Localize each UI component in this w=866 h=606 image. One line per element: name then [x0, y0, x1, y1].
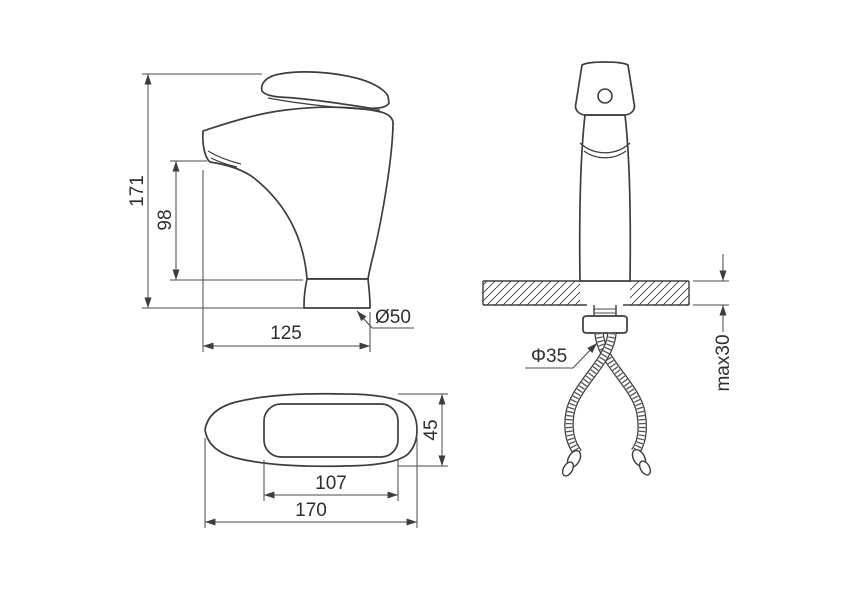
- dim-body-width: 45: [421, 419, 442, 440]
- hose-fitting-nut: [638, 460, 652, 476]
- faucet-lever-side: [260, 71, 390, 110]
- dim-max-thickness: max30: [713, 334, 734, 391]
- aerator-line-1: [207, 150, 242, 165]
- faucet-body-front: [578, 114, 632, 282]
- front-view-dimensions: Φ35 max30: [525, 254, 734, 392]
- flex-hoses: [561, 332, 652, 477]
- countertop-hatch-left: [483, 281, 580, 305]
- spout-front-curve-2: [583, 150, 627, 159]
- lever-outline-top: [263, 403, 399, 458]
- aerator-line-2: [210, 157, 238, 168]
- dim-spout-height: 98: [155, 209, 176, 230]
- spout-front-curve-1: [579, 142, 631, 154]
- dim-base-diameter: Ø50: [375, 307, 411, 328]
- hose-fitting-nut: [561, 461, 575, 477]
- dim-inner-length: 107: [315, 473, 347, 494]
- top-view-dimensions: 45 107 170: [204, 393, 448, 528]
- dim-total-length: 170: [295, 500, 327, 521]
- side-view-dimensions: 171 98 Ø50 125: [127, 73, 414, 352]
- countertop-hatch-right: [630, 281, 689, 305]
- cartridge-dome-line: [267, 97, 381, 111]
- side-view-group: [201, 71, 394, 309]
- faucet-body-side: [201, 106, 394, 280]
- handle-button: [597, 88, 613, 104]
- mounting-shank: [582, 305, 628, 334]
- mounting-nut: [582, 315, 628, 334]
- dim-hole-diameter: Φ35: [531, 346, 567, 367]
- flex-hose-right: [561, 332, 617, 477]
- dim-total-height: 171: [127, 175, 148, 207]
- front-view-group: [482, 61, 690, 477]
- dim-spout-reach: 125: [270, 323, 302, 344]
- top-view-group: [204, 392, 418, 468]
- faucet-base-side: [303, 278, 371, 309]
